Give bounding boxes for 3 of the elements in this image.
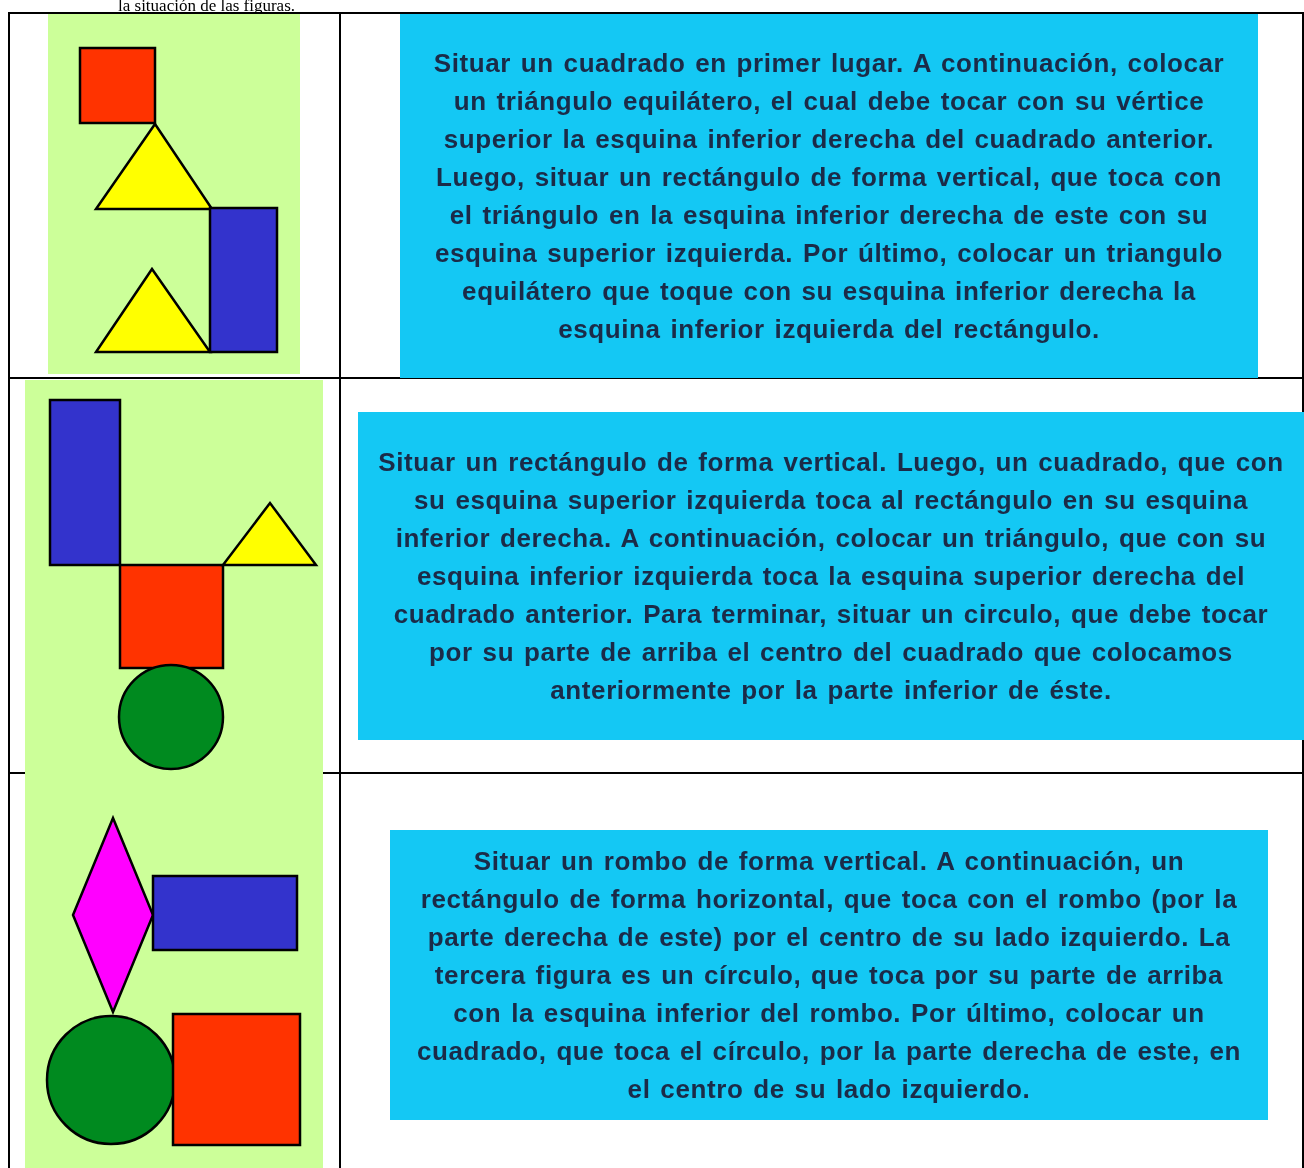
instruction-text: Situar un rectángulo de forma vertical. Luego, un cuadrado, que con su esquina superior izquierda toca al rectángulo en su esquina inferior derecha. A continuación, colocar un triángulo, que con su esquina inferior izquierda toca la esquina superior derecha del cuadrado anterior. Para terminar, situar un circulo, que debe tocar por su parte de arriba el centro del cuadrado que colocamos anteriormente por la parte inferior de éste. — [378, 446, 1284, 707]
instruction-text: Situar un cuadrado en primer lugar. A continuación, colocar un triángulo equilátero, el cual debe tocar con su vértice superior la esquina inferior derecha del cuadrado anterior. Luego, situar un rectángulo de forma vertical, que toca con el triángulo en la esquina inferior derecha de este con su esquina superior izquierda. Por último, colocar un triangulo equilátero que toque con su esquina inferior derecha la esquina inferior izquierda del rectángulo. — [432, 47, 1226, 346]
instruction-text: Situar un rombo de forma vertical. A continuación, un rectángulo de forma horizontal, que toca con el rombo (por la parte derecha de este) por el centro de su lado izquierdo. La tercera figura es un círculo, que toca por su parte de arriba con la esquina inferior del rombo. Por último, colocar un cuadrado, que toca el círculo, por la parte derecha de este, en el centro de su lado izquierdo. — [415, 845, 1243, 1106]
